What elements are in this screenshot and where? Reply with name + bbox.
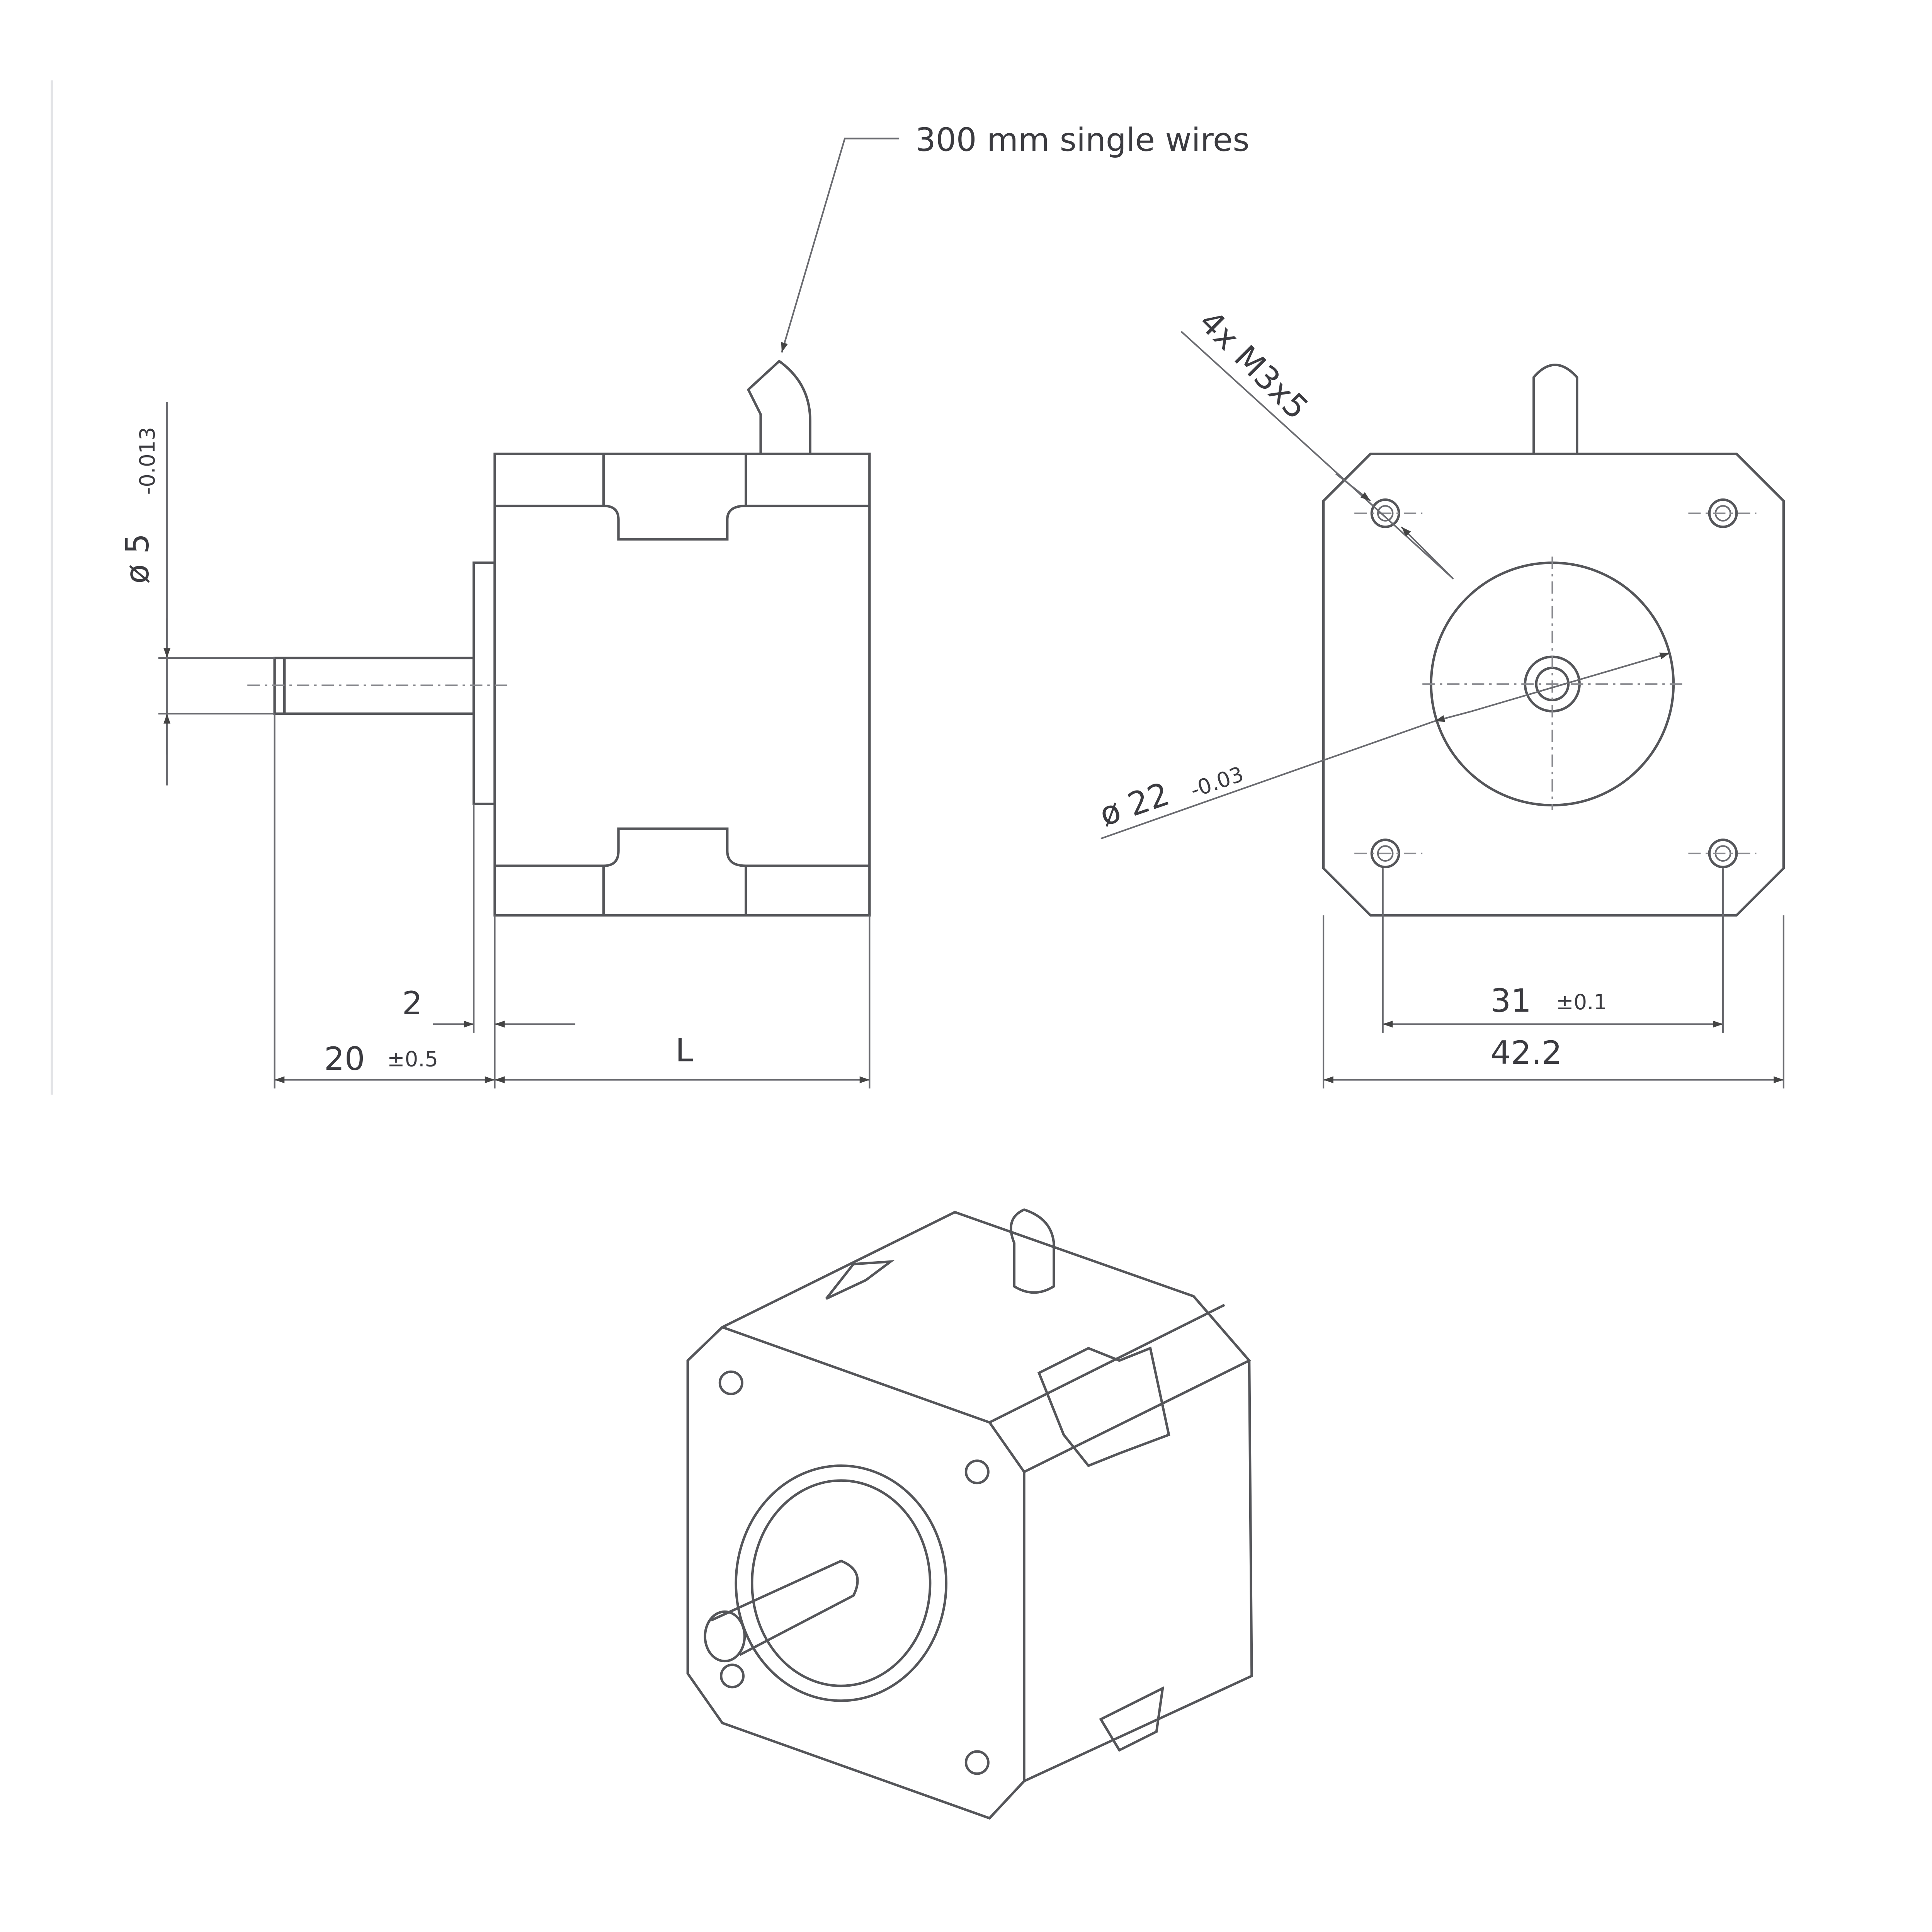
shaft-tolerance-label: -0.013 — [135, 427, 160, 495]
shaft-length-label: 20 — [324, 1040, 365, 1078]
hole-spacing-tolerance: ±0.1 — [1556, 990, 1607, 1014]
wire-outlet — [747, 359, 811, 454]
flange-thickness-label: 2 — [402, 985, 422, 1022]
wire-leader — [781, 138, 900, 353]
pilot-diameter-label: ø 22 — [1095, 775, 1174, 833]
mount-holes-label: 4x M3x5 — [1192, 303, 1315, 427]
side-view: 300 mm single wires ø 5 -0.013 2 20 ±0.5… — [119, 121, 1250, 1088]
front-view: ø 22 -0.03 4x M3x5 31 ±0.1 42.2 — [1095, 303, 1785, 1088]
iso-shaft — [711, 1560, 859, 1656]
shaft-diameter-label: ø 5 — [119, 534, 156, 584]
isometric-view — [686, 1208, 1253, 1820]
body-length-label: L — [675, 1031, 693, 1069]
iso-wire-outlet — [1010, 1208, 1055, 1294]
hole-spacing-label: 31 — [1490, 982, 1531, 1019]
iso-pilot-boss — [735, 1464, 947, 1702]
body-width-label: 42.2 — [1490, 1034, 1562, 1071]
pilot-tolerance-label: -0.03 — [1187, 762, 1247, 803]
shaft-length-tolerance: ±0.5 — [387, 1046, 438, 1071]
wire-note: 300 mm single wires — [915, 121, 1250, 159]
